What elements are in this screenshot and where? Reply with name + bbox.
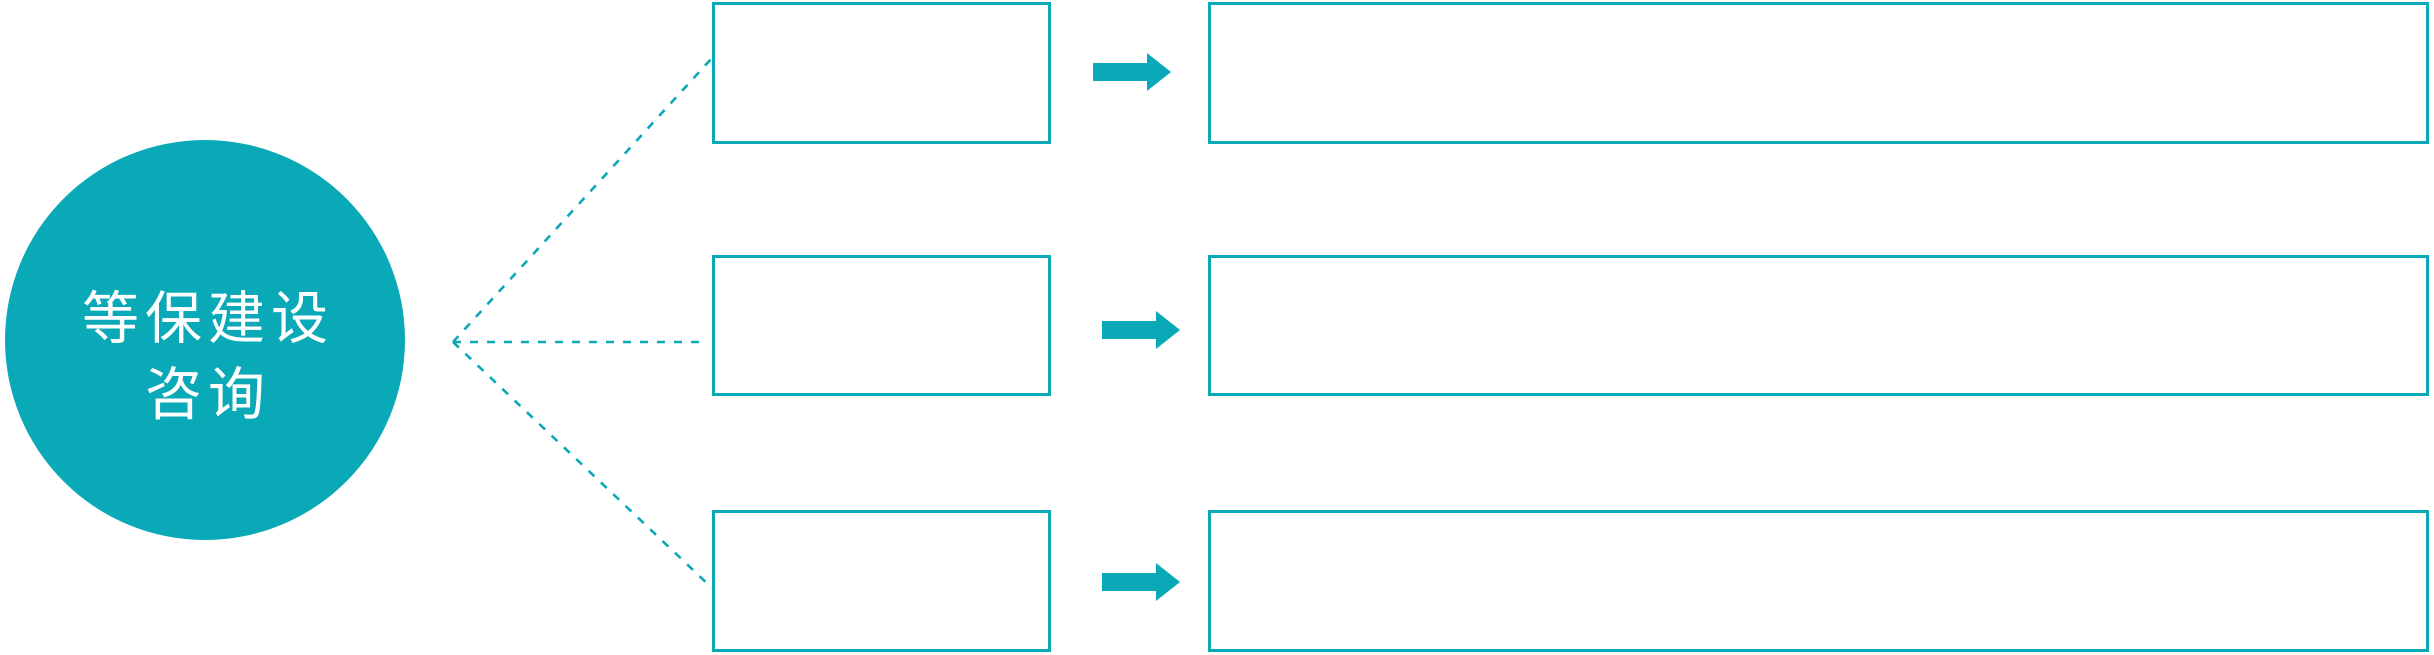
hub-label-line2: 咨询 [145,363,271,427]
branch-box-1 [712,2,1051,144]
detail-box-3 [1208,510,2429,652]
detail-box-1 [1208,2,2429,144]
hub-label-line1: 等保建设 [82,287,334,351]
hub-circle: 等保建设 咨询 [5,140,405,540]
detail-box-2 [1208,255,2429,396]
arrow-right-icon [1102,311,1180,349]
arrow-right-icon [1093,53,1171,91]
dotted-connector-line-bottom [452,341,713,589]
branch-box-3 [712,510,1051,652]
arrow-right-icon [1102,563,1180,601]
dotted-connector-line-top [452,57,713,343]
branch-box-2 [712,255,1051,396]
